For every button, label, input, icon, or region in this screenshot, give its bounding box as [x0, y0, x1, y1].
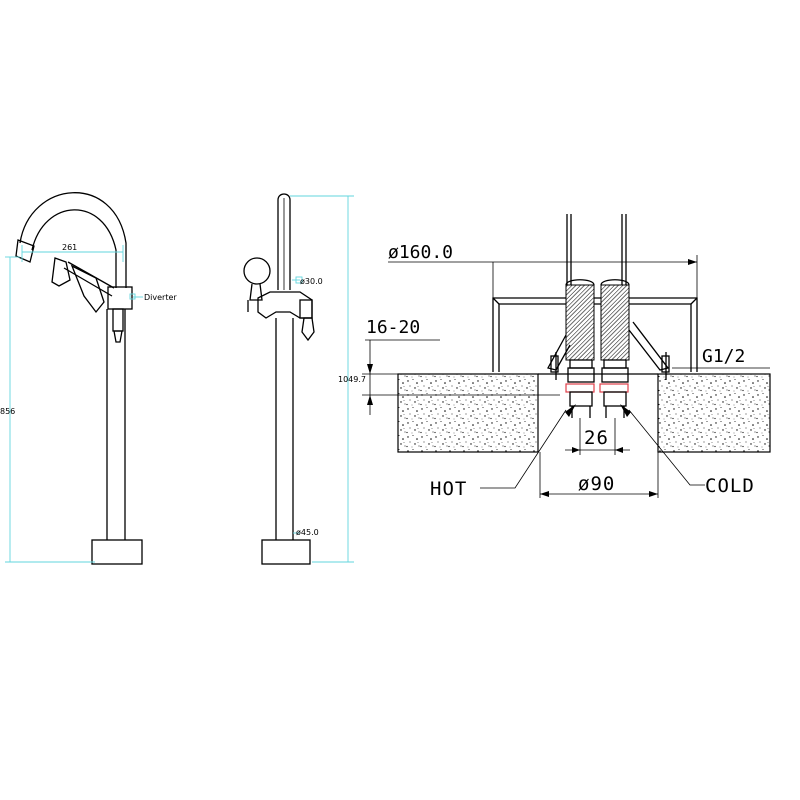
- side-base: [261, 539, 311, 565]
- flange-lip: [492, 297, 698, 305]
- dim-856-label: 856: [0, 407, 15, 416]
- side-view: ø30.0 ø45.0 1049.7: [243, 193, 366, 565]
- side-handle: [301, 317, 315, 342]
- dim-ø45-label: ø45.0: [296, 528, 319, 537]
- side-spout-top: [277, 193, 291, 201]
- cold-leader: [628, 409, 705, 486]
- diverter-body: [107, 286, 133, 310]
- side-body: [257, 291, 313, 319]
- cold-hose: [600, 284, 630, 361]
- spout-tip: [15, 239, 35, 263]
- dim-ø160-label: ø160.0: [388, 242, 453, 263]
- brace-left: [547, 334, 571, 371]
- hot-label: HOT: [430, 478, 467, 500]
- dim-ø90-label: ø90: [578, 473, 615, 495]
- dim-ø30-label: ø30.0: [300, 277, 323, 286]
- dim-1049-label: 1049.7: [338, 375, 366, 384]
- hot-hose: [565, 284, 595, 361]
- base: [91, 539, 143, 565]
- diverter-marker: [129, 293, 136, 300]
- cold-connector: [599, 359, 629, 418]
- flange-cover: [492, 297, 698, 372]
- handle-tip: [113, 330, 123, 343]
- concrete-right: [657, 373, 771, 453]
- front-view: 261 856 Diverter: [0, 192, 177, 565]
- hot-leader: [480, 409, 567, 489]
- thread-label: G1/2: [702, 346, 745, 367]
- handshower-knob: [243, 257, 271, 285]
- handle: [112, 308, 124, 332]
- section-view: ø160.0 16-20 G1/2 26 ø90 HOT COLD: [362, 214, 771, 500]
- spout-outer: [19, 192, 127, 288]
- dim-16-20-label: 16-20: [366, 317, 420, 338]
- cold-label: COLD: [705, 475, 755, 497]
- dim-261-label: 261: [62, 243, 77, 252]
- concrete-left: [397, 373, 539, 453]
- handshower: [51, 257, 115, 314]
- dim-26-label: 26: [584, 427, 609, 449]
- diverter-label: Diverter: [144, 293, 177, 302]
- spout-inner: [31, 209, 117, 288]
- brace-right: [628, 321, 670, 371]
